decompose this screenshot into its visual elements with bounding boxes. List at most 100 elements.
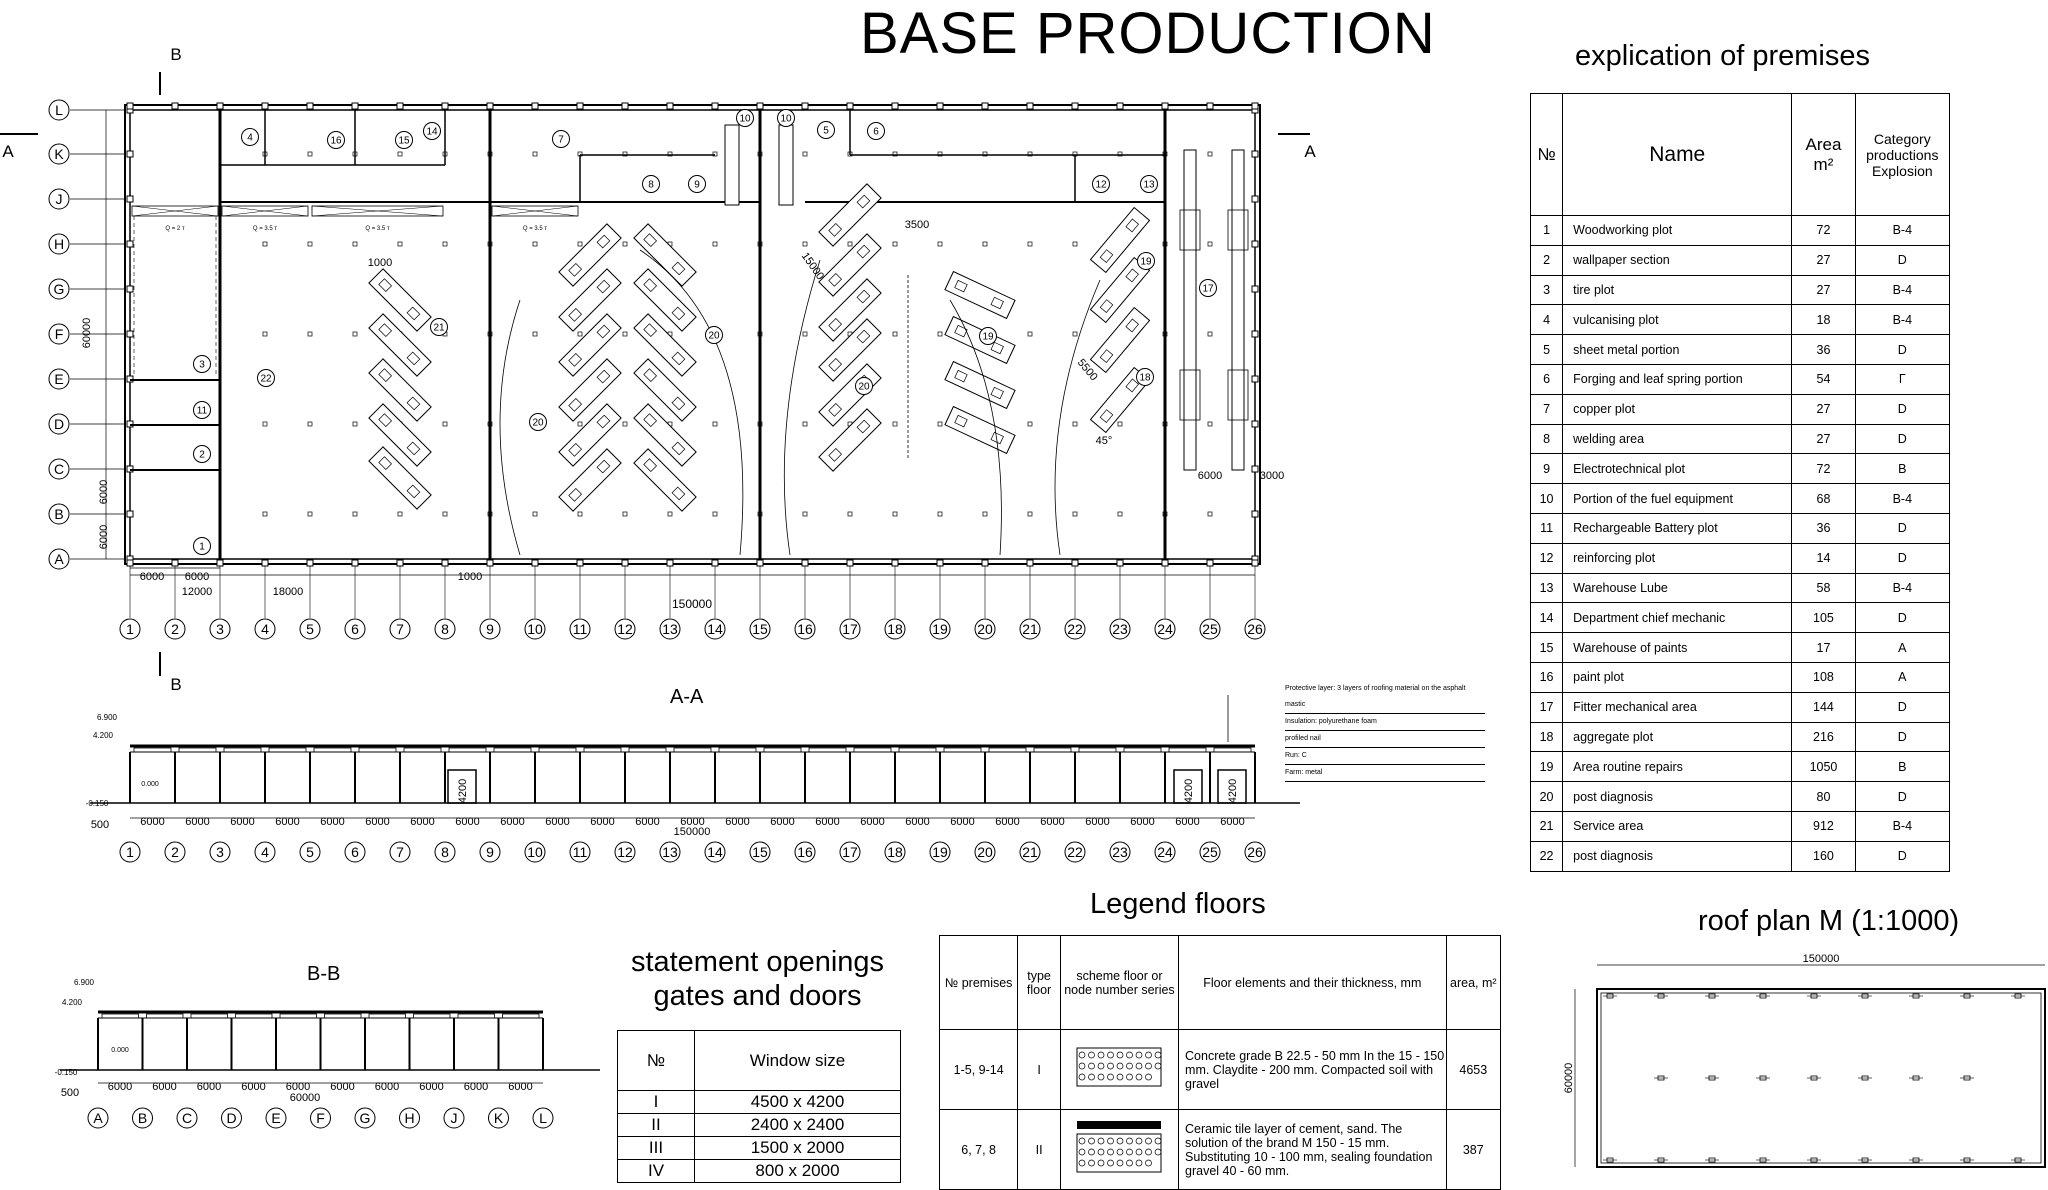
premise-category: D [1854,691,1951,723]
span-dimension: 6000 [1040,816,1064,828]
interior-column [1117,421,1123,427]
span-dimension: 6000 [185,816,209,828]
row-axis-label: K [494,1110,504,1126]
interior-column [442,241,448,247]
section-mark: A [1304,142,1316,161]
interior-column [262,511,268,517]
row-axis-label: F [316,1110,325,1126]
explication-title: explication of premises [1575,40,1870,72]
row-axis-bubble [48,188,70,210]
vehicle-frame [1227,369,1249,421]
column-marker [666,559,674,567]
gate-height: 4200 [457,779,469,803]
gravel-mark [1088,1148,1096,1156]
col-axis-label: 4 [261,621,269,637]
col-axis-label: 22 [1067,621,1083,637]
column-marker [531,102,539,110]
col-axis-bubble [974,841,996,863]
gravel-mark [1126,1073,1134,1081]
column-marker [396,559,404,567]
column-marker [1251,375,1259,383]
interior-column [667,151,673,157]
interior-column [577,421,583,427]
interior-column [1072,241,1078,247]
col-axis-label: 3 [216,621,224,637]
premise-name: post diagnosis [1562,840,1793,872]
drive-path [499,299,521,556]
column-marker [756,102,764,110]
row-number: 13 [1529,572,1564,604]
room-number: 17 [1202,284,1214,295]
room-number: 10 [739,114,751,125]
span-dimension: 6000 [1130,816,1154,828]
row-axis-label: C [54,461,64,477]
column-marker [1206,559,1214,567]
service-post [633,313,697,377]
dimension-text: 45° [1096,435,1113,447]
floor-premises: 1-5, 9-14 [938,1029,1019,1110]
level-mark: 4.200 [93,731,114,740]
interior-column [352,421,358,427]
col-axis-label: 21 [1022,844,1038,860]
interior-column [1027,151,1033,157]
column-marker [1071,559,1079,567]
column-marker [1251,330,1259,338]
wheel-block [596,459,611,474]
span-dimension: 6000 [770,816,794,828]
row-number: 7 [1529,393,1564,425]
column-marker [1251,150,1259,158]
premise-area: 54 [1791,363,1856,395]
service-post [633,403,697,467]
gate-opening [447,769,477,804]
interior-column [307,511,313,517]
row-axis-bubble [310,1107,331,1129]
column-marker [801,559,809,567]
col-axis-bubble [569,618,591,640]
service-post [558,358,622,422]
wheel-block [671,441,686,456]
col-axis-label: 13 [662,844,678,860]
row-axis-label: H [54,236,64,252]
span-dimension: 6000 [1220,816,1244,828]
premise-name: copper plot [1562,393,1793,425]
gravel-mark [1136,1159,1143,1167]
premise-name: vulcanising plot [1562,304,1793,336]
wheel-block [1125,218,1139,233]
col-axis-label: 3 [216,844,224,860]
gravel-mark [1079,1051,1086,1059]
page-title: BASE PRODUCTION [860,1,1436,66]
span-dimension: 6000 [635,816,659,828]
floor-scheme [1059,1029,1180,1110]
gate-opening [1217,769,1247,804]
wheel-block [954,324,968,338]
col-area: area, m² [1445,935,1502,1030]
interior-column [712,151,718,157]
opening-type: I [617,1090,695,1114]
span-dimension: 6000 [419,1081,443,1093]
col-scheme: scheme floor or node number series [1059,935,1180,1030]
col-axis-label: 18 [887,621,903,637]
outer-wall [124,104,1261,565]
room-number: 7 [558,135,564,146]
col-elements: Floor elements and their thickness, mm [1178,935,1447,1030]
section-a-a-title: A-A [670,686,704,708]
room-number-bubble [855,377,873,395]
vehicle-outline [633,358,697,422]
gravel-mark [1098,1148,1105,1156]
premise-area: 14 [1791,542,1856,574]
column-marker [576,559,584,567]
room-number: 20 [858,382,870,393]
roof-title: roof plan M (1:1000) [1698,905,1960,937]
span-dimension: 6000 [140,816,164,828]
row-axis-bubble [48,99,70,121]
dimension-text: 6000 [98,480,110,504]
premise-area: 1050 [1791,751,1856,783]
wheel-block [828,357,843,372]
col-axis-label: 19 [932,621,948,637]
truss [268,747,307,753]
gravel-mark [1126,1051,1134,1059]
column-marker [666,102,674,110]
